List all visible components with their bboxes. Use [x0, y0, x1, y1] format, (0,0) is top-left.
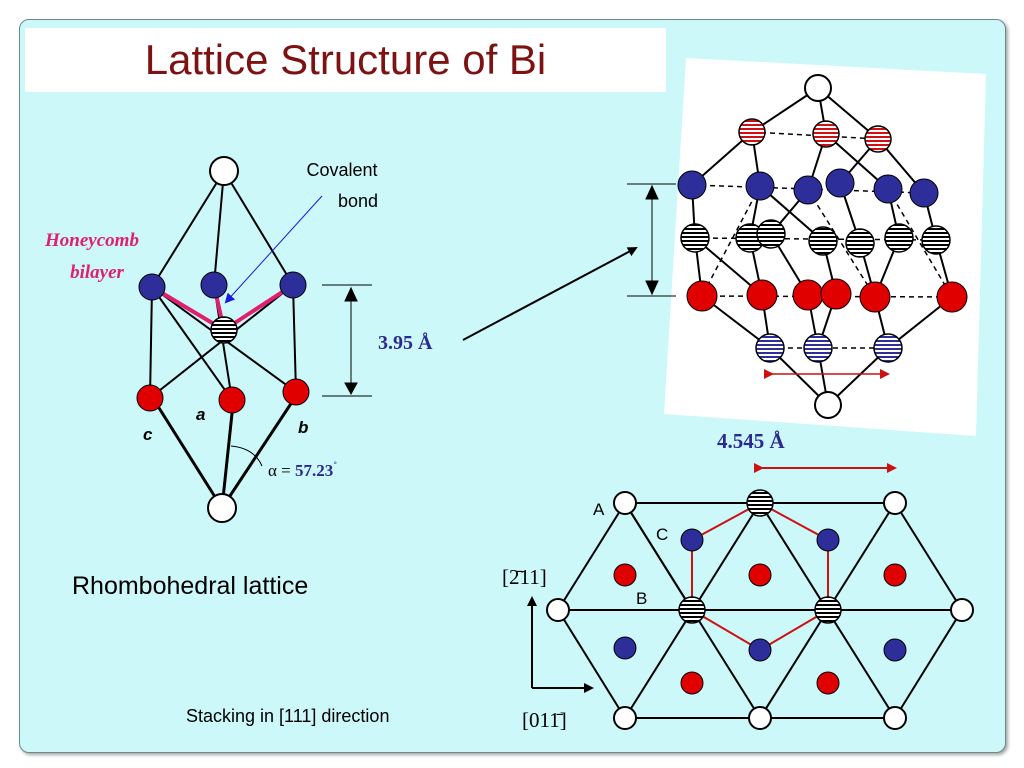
atom-red	[686, 280, 718, 312]
honeycomb-label-line2: bilayer	[70, 262, 124, 283]
atom-blue-striped	[873, 333, 903, 363]
atom-red	[792, 279, 824, 311]
atom-open	[814, 391, 842, 419]
covalent-label-line2: bond	[338, 191, 378, 211]
atom-red	[282, 378, 310, 406]
atom-blue	[279, 271, 307, 299]
atom-red-striped	[864, 125, 892, 153]
site-A	[546, 598, 570, 622]
triangular-lattice: A C B [2̄11] [011̄]	[502, 489, 974, 732]
spacing-label: 3.95 Å	[378, 331, 433, 354]
atom-striped	[921, 225, 951, 255]
atom-blue	[138, 273, 166, 301]
title-box: Lattice Structure of Bi	[25, 28, 666, 92]
site-striped	[746, 489, 774, 517]
site-A	[613, 491, 637, 515]
stacking-caption: Stacking in [111] direction	[186, 706, 389, 726]
slide-title: Lattice Structure of Bi	[144, 36, 547, 83]
atom-blue	[909, 178, 939, 208]
atom-red-striped	[812, 120, 840, 148]
atom-open	[209, 156, 239, 186]
atom-red	[136, 384, 164, 412]
alpha-arc	[230, 445, 263, 467]
site-C	[883, 638, 907, 662]
site-B	[816, 671, 840, 695]
site-C	[816, 528, 840, 552]
site-A	[613, 706, 637, 730]
alpha-label: α = 57.23˚	[268, 459, 337, 480]
atom-red	[936, 281, 968, 313]
site-C-label: C	[656, 525, 668, 544]
site-striped	[814, 596, 842, 624]
site-B	[680, 671, 704, 695]
atom-red	[859, 281, 891, 313]
site-A	[950, 598, 974, 622]
direction-label-horizontal: [011̄]	[522, 708, 567, 732]
atom-blue	[200, 271, 228, 299]
covalent-pointer	[224, 195, 323, 304]
vector-c-label: c	[143, 425, 153, 444]
site-B	[883, 563, 907, 587]
lattice-constant-label: 4.545 Å	[717, 429, 786, 453]
atom-blue	[793, 175, 823, 205]
rhombohedral-cell: a b c α = 57.23˚ Covalent bond Honeycomb…	[44, 156, 638, 600]
atom-blue	[825, 168, 855, 198]
atom-blue-striped	[755, 333, 785, 363]
atom-red	[218, 386, 246, 414]
spacing-pointer	[462, 247, 638, 341]
atom-striped	[756, 219, 786, 249]
spacing-marker-right	[627, 183, 676, 297]
atom-red	[746, 279, 778, 311]
covalent-label-line1: Covalent	[306, 160, 377, 180]
atom-red	[820, 278, 852, 310]
vector-a-label: a	[196, 405, 205, 424]
atom-striped	[680, 223, 710, 253]
vector-b-label: b	[298, 418, 308, 437]
atom-blue-striped	[803, 333, 833, 363]
site-B	[613, 563, 637, 587]
site-striped	[678, 596, 706, 624]
atom-blue	[677, 170, 707, 200]
crystal-structure-image	[664, 58, 986, 436]
atom-open	[804, 74, 832, 102]
rhombohedral-caption: Rhombohedral lattice	[72, 572, 308, 600]
atom-striped	[210, 316, 238, 344]
atom-red-striped	[738, 118, 766, 146]
honeycomb-label-line1: Honeycomb	[44, 230, 139, 251]
site-C	[680, 528, 704, 552]
atom-open	[207, 493, 237, 523]
atom-striped	[884, 223, 914, 253]
direction-label-vertical: [2̄11]	[502, 565, 547, 589]
site-A	[883, 491, 907, 515]
spacing-marker-left	[322, 284, 372, 397]
site-C	[613, 636, 637, 660]
atom-striped	[808, 226, 838, 256]
atom-blue	[873, 174, 903, 204]
site-A	[748, 706, 772, 730]
atom-striped	[845, 228, 875, 258]
site-C	[748, 638, 772, 662]
site-A	[883, 706, 907, 730]
site-B-label: B	[636, 589, 647, 608]
atom-blue	[745, 171, 775, 201]
site-A-label: A	[593, 500, 605, 519]
site-B	[748, 563, 772, 587]
